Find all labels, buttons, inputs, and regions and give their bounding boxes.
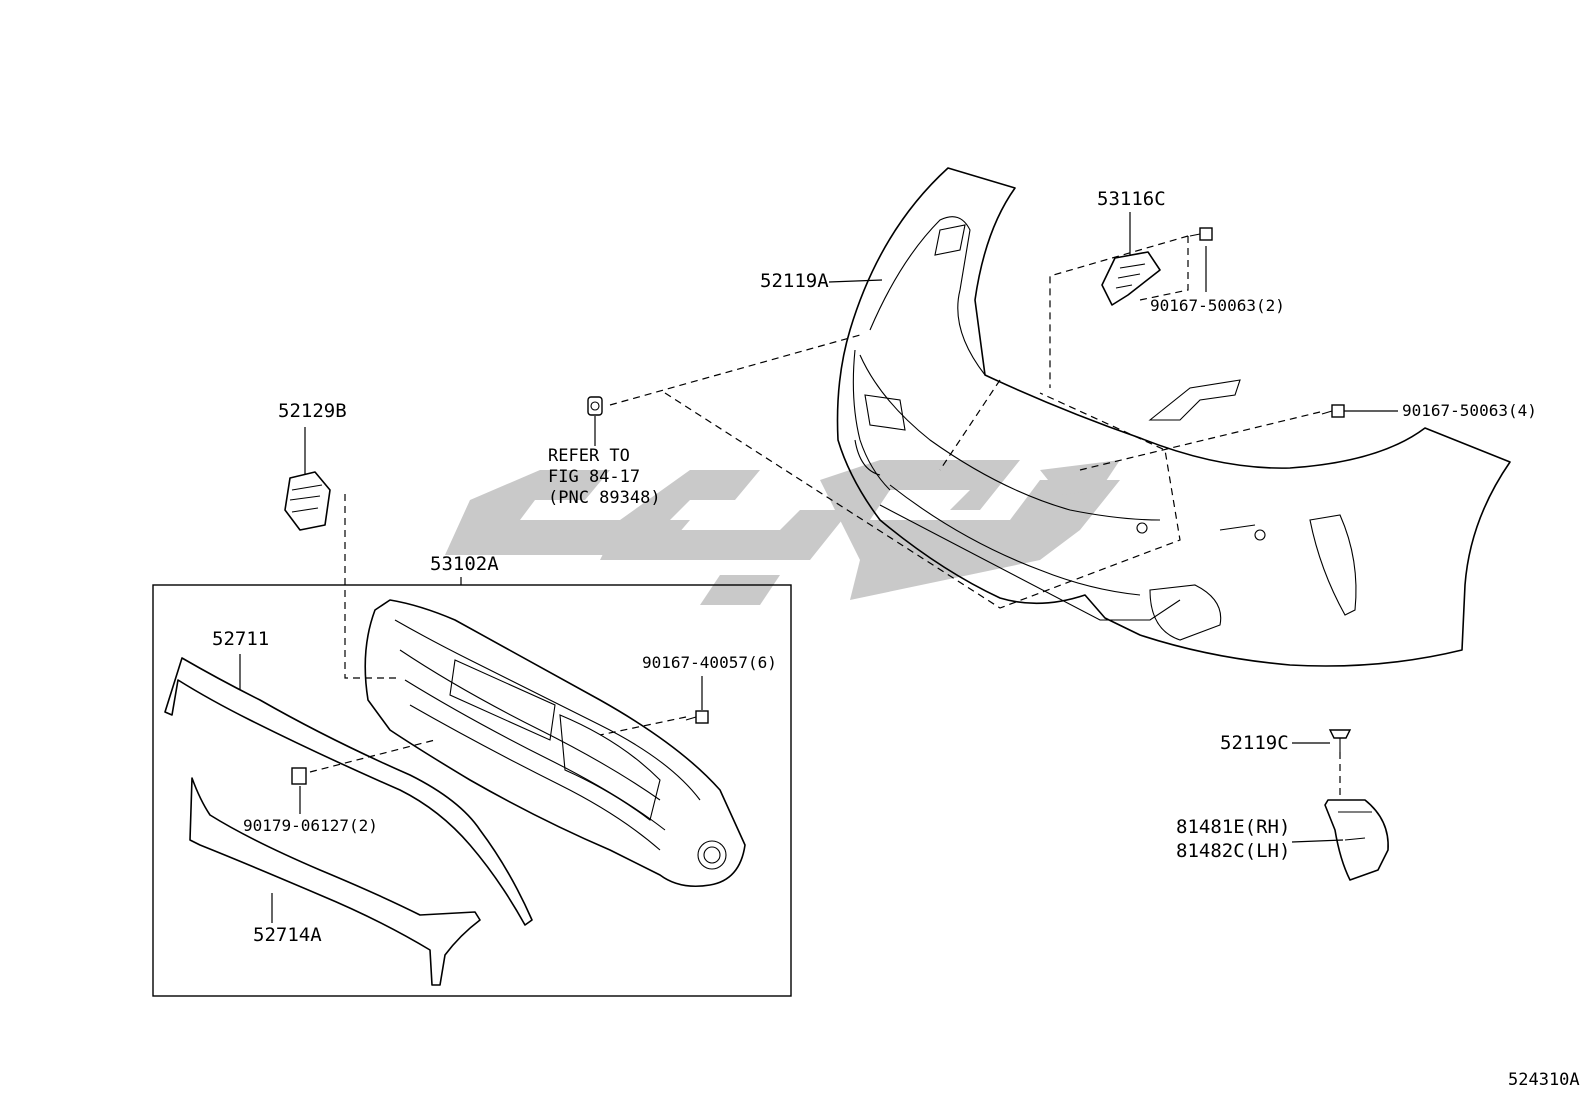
label-53102a: 53102A (430, 553, 499, 575)
molding-52714a (189, 777, 481, 986)
fastener-52119c (1328, 729, 1352, 752)
label-81481e-rh: 81481E(RH) (1176, 816, 1291, 838)
label-81482c-lh: 81482C(LH) (1176, 840, 1291, 862)
label-90167-50063-2: 90167-50063(2) (1150, 296, 1285, 315)
label-52714a: 52714A (253, 924, 322, 946)
grille-assembly-box (152, 584, 792, 997)
fastener-90167-50063-4 (1321, 404, 1345, 418)
fastener-90167-40057-6 (685, 710, 709, 724)
label-90179-06127-2: 90179-06127(2) (243, 816, 378, 835)
fastener-53116c-bolt (1189, 227, 1213, 241)
bumper-cover-52119a (836, 167, 1511, 667)
assembly-lines (309, 235, 1341, 798)
label-refer-to-fig: REFER TO FIG 84-17 (PNC 89348) (548, 446, 661, 508)
label-52711: 52711 (212, 628, 270, 650)
label-52119a: 52119A (760, 270, 829, 292)
label-52129b: 52129B (278, 400, 347, 422)
label-52119c: 52119C (1220, 732, 1289, 754)
fastener-90179-06127 (291, 767, 307, 785)
label-90167-40057-6: 90167-40057(6) (642, 653, 777, 672)
bracket-81481e (1324, 799, 1389, 881)
retainer-52129b (284, 471, 331, 531)
label-90167-50063-4: 90167-50063(4) (1402, 401, 1537, 420)
label-53116c: 53116C (1097, 188, 1166, 210)
watermark-logo (445, 460, 1120, 605)
diagram-id: 524310A (1508, 1070, 1580, 1090)
fastener-clip-refer (587, 396, 603, 416)
lower-grille-53102a (364, 599, 746, 888)
leader-lines (239, 212, 1398, 923)
bracket-53116c (1101, 251, 1161, 306)
molding-52711 (164, 657, 533, 926)
